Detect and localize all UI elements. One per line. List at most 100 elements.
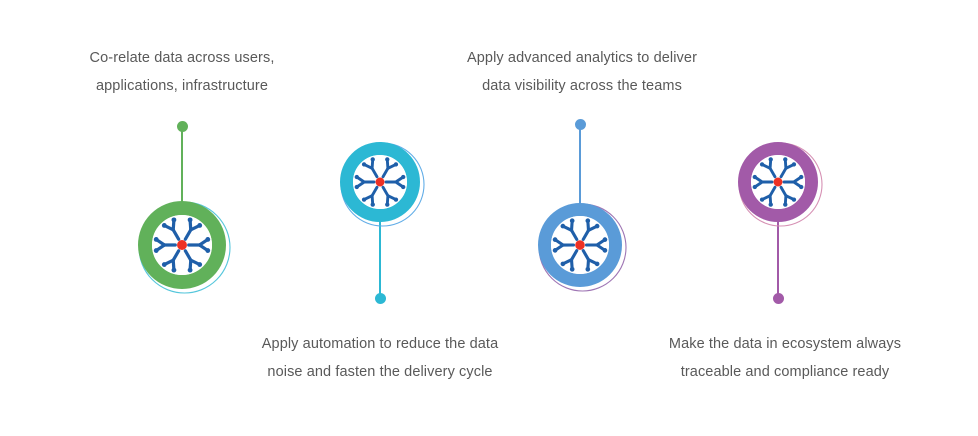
hub-node-dot bbox=[783, 157, 788, 162]
hub-node-dot bbox=[205, 248, 211, 253]
hub-node-dot bbox=[552, 248, 558, 253]
hub-core-dot bbox=[773, 177, 783, 187]
hub-node-dot bbox=[153, 237, 159, 242]
caption-line: Make the data in ecosystem always bbox=[668, 336, 902, 352]
connector-dot-analytics bbox=[574, 118, 586, 130]
hub-node-dot bbox=[768, 157, 773, 162]
caption-automation: Apply automation to reduce the data noise… bbox=[240, 330, 520, 386]
network-hub-icon bbox=[354, 157, 406, 207]
badge-ring bbox=[738, 142, 818, 222]
caption-line: applications, infrastructure bbox=[95, 78, 269, 94]
caption-line: Apply automation to reduce the data bbox=[261, 336, 499, 352]
hub-node-dot bbox=[161, 262, 167, 267]
hub-spoke bbox=[569, 249, 579, 262]
hub-core-dot bbox=[575, 240, 585, 250]
badge-ring bbox=[138, 201, 226, 289]
caption-co-relate: Co-relate data across users, applications… bbox=[42, 44, 322, 100]
hub-node-dot bbox=[361, 197, 367, 202]
badge-ring bbox=[340, 142, 420, 222]
hub-node-dot bbox=[594, 223, 600, 229]
hub-node-dot bbox=[585, 266, 591, 272]
hub-node-dot bbox=[197, 223, 203, 228]
hub-node-dot bbox=[354, 174, 359, 180]
hub-node-dot bbox=[171, 267, 177, 273]
hub-node-dot bbox=[197, 262, 203, 267]
hub-node-dot bbox=[401, 174, 406, 180]
caption-line: Apply advanced analytics to deliver bbox=[467, 50, 697, 66]
hub-spoke bbox=[768, 166, 777, 179]
network-hub-icon bbox=[153, 217, 211, 273]
hub-node-dot bbox=[799, 174, 804, 180]
hub-node-dot bbox=[791, 197, 797, 202]
hub-spoke bbox=[581, 249, 591, 262]
hub-node-dot bbox=[393, 162, 399, 167]
node-badge-traceable[interactable] bbox=[732, 136, 824, 228]
caption-line: traceable and compliance ready bbox=[680, 364, 890, 380]
hub-node-dot bbox=[759, 197, 765, 202]
caption-analytics: Apply advanced analytics to deliver data … bbox=[437, 44, 727, 100]
hub-node-dot bbox=[602, 248, 608, 253]
hub-spoke bbox=[381, 166, 390, 179]
hub-node-dot bbox=[768, 202, 773, 207]
hub-spoke bbox=[768, 185, 777, 198]
hub-node-dot bbox=[171, 217, 177, 223]
hub-node-dot bbox=[759, 162, 765, 167]
hub-spoke bbox=[779, 185, 788, 198]
hub-node-dot bbox=[569, 266, 575, 272]
hub-node-dot bbox=[161, 223, 167, 228]
connector-dot-automation bbox=[374, 292, 386, 304]
hub-node-dot bbox=[560, 223, 566, 229]
caption-line: data visibility across the teams bbox=[482, 78, 682, 94]
hub-node-dot bbox=[602, 237, 608, 242]
hub-spoke bbox=[779, 166, 788, 179]
hub-node-dot bbox=[393, 197, 399, 202]
hub-node-dot bbox=[370, 202, 375, 207]
hub-spoke bbox=[381, 185, 390, 198]
hub-spoke bbox=[183, 228, 193, 241]
caption-line: noise and fasten the delivery cycle bbox=[267, 364, 493, 380]
hub-node-dot bbox=[594, 261, 600, 267]
hub-spoke bbox=[370, 166, 379, 179]
hub-node-dot bbox=[385, 157, 390, 162]
hub-spoke bbox=[183, 249, 193, 262]
hub-node-dot bbox=[385, 202, 390, 207]
hub-spoke bbox=[171, 228, 181, 241]
hub-node-dot bbox=[552, 237, 558, 242]
network-hub-icon bbox=[752, 157, 804, 207]
connector-line-traceable bbox=[777, 220, 779, 298]
hub-node-dot bbox=[585, 218, 591, 224]
hub-node-dot bbox=[187, 267, 193, 273]
hub-node-dot bbox=[354, 184, 359, 190]
hub-node-dot bbox=[752, 174, 757, 180]
hub-node-dot bbox=[783, 202, 788, 207]
hub-node-dot bbox=[361, 162, 367, 167]
hub-node-dot bbox=[205, 237, 211, 242]
node-badge-automation[interactable] bbox=[334, 136, 426, 228]
badge-ring bbox=[538, 203, 622, 287]
hub-spoke bbox=[370, 185, 379, 198]
hub-node-dot bbox=[187, 217, 193, 223]
hub-node-dot bbox=[153, 248, 159, 253]
hub-node-dot bbox=[560, 261, 566, 267]
node-badge-analytics[interactable] bbox=[532, 197, 628, 293]
hub-node-dot bbox=[569, 218, 575, 224]
connector-line-analytics bbox=[579, 124, 581, 206]
connector-dot-co-relate bbox=[176, 120, 188, 132]
connector-line-automation bbox=[379, 220, 381, 298]
hub-spoke bbox=[171, 249, 181, 262]
caption-line: Co-relate data across users, bbox=[89, 50, 275, 66]
connector-dot-traceable bbox=[772, 292, 784, 304]
hub-node-dot bbox=[370, 157, 375, 162]
hub-spoke bbox=[569, 228, 579, 241]
hub-core-dot bbox=[375, 177, 385, 187]
node-badge-co-relate[interactable] bbox=[132, 195, 232, 295]
hub-node-dot bbox=[799, 184, 804, 190]
hub-spoke bbox=[581, 228, 591, 241]
hub-core-dot bbox=[177, 240, 187, 250]
network-hub-icon bbox=[552, 218, 608, 272]
